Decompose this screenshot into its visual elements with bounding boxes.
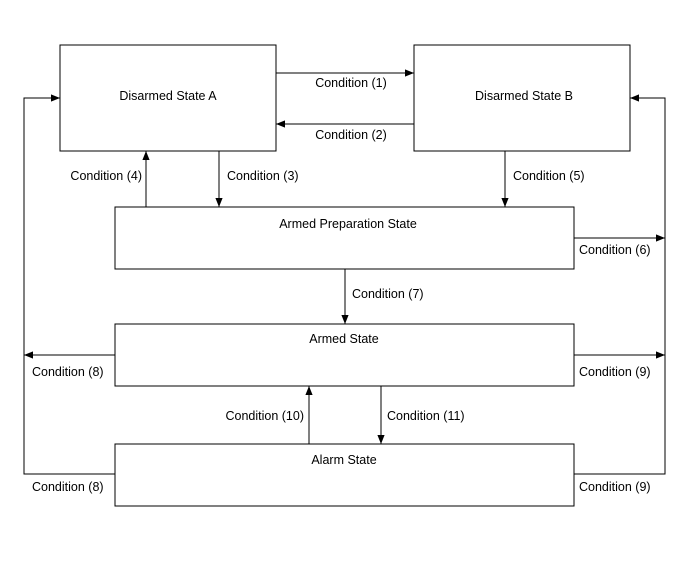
transition-9-armed-label: Condition (9) bbox=[579, 365, 651, 379]
state-disarmed-b: Disarmed State B bbox=[413, 44, 631, 152]
state-disarmed-a-box bbox=[59, 44, 277, 152]
state-armed-label: Armed State bbox=[309, 332, 379, 346]
transition-10-label: Condition (10) bbox=[225, 409, 304, 423]
transition-2-label: Condition (2) bbox=[315, 128, 387, 142]
transition-8-alarm-return-arrow bbox=[23, 94, 115, 475]
transition-5-label: Condition (5) bbox=[513, 169, 585, 183]
transition-3-label: Condition (3) bbox=[227, 169, 299, 183]
transition-11-label: Condition (11) bbox=[387, 409, 465, 423]
transition-8-alarm-label: Condition (8) bbox=[32, 480, 104, 494]
state-disarmed-b-box bbox=[413, 44, 631, 152]
state-armed-preparation-label: Armed Preparation State bbox=[279, 217, 417, 231]
state-alarm: Alarm State bbox=[114, 443, 575, 507]
state-armed-preparation-box bbox=[114, 206, 575, 270]
transition-8-armed-label: Condition (8) bbox=[32, 365, 104, 379]
transition-4-label: Condition (4) bbox=[70, 169, 142, 183]
state-armed-preparation: Armed Preparation State bbox=[114, 206, 575, 270]
transition-7-label: Condition (7) bbox=[352, 287, 424, 301]
transition-9-alarm-return-arrow bbox=[574, 94, 666, 475]
state-armed-box bbox=[114, 323, 575, 387]
state-disarmed-b-label: Disarmed State B bbox=[475, 89, 573, 103]
transition-6-label: Condition (6) bbox=[579, 243, 651, 257]
state-disarmed-a: Disarmed State A bbox=[59, 44, 277, 152]
state-alarm-box bbox=[114, 443, 575, 507]
transition-9-alarm-label: Condition (9) bbox=[579, 480, 651, 494]
transition-1-label: Condition (1) bbox=[315, 76, 387, 90]
state-armed: Armed State bbox=[114, 323, 575, 387]
state-alarm-label: Alarm State bbox=[311, 453, 376, 467]
state-disarmed-a-label: Disarmed State A bbox=[119, 89, 217, 103]
